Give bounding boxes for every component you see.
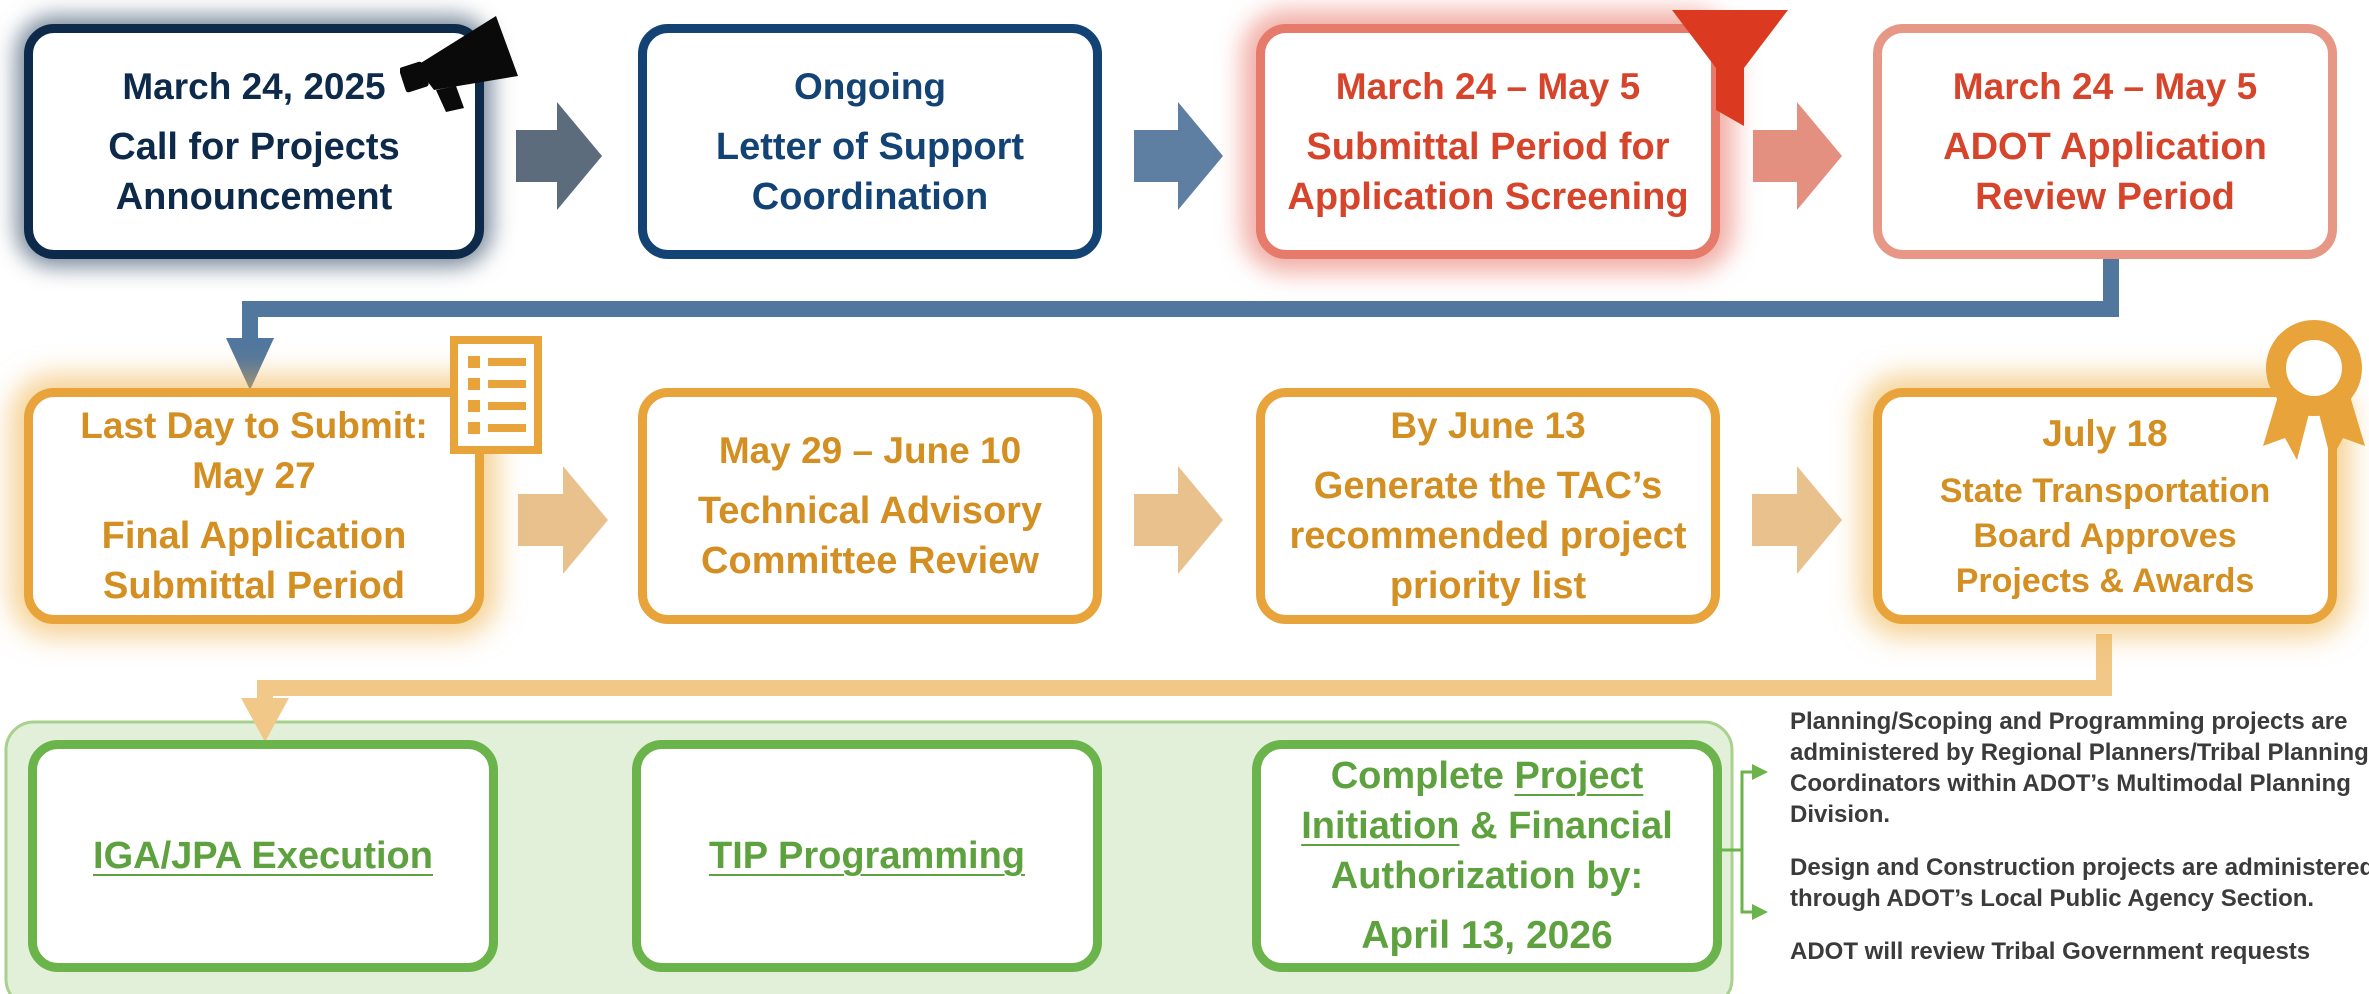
step-date: July 18 <box>2042 412 2168 454</box>
complete-label: Complete <box>1330 755 1515 797</box>
step-title-line: Generate the TAC’s <box>1313 465 1663 507</box>
row1-arrow-1 <box>516 102 602 210</box>
step-project-initiation: Complete Project Initiation & Financial … <box>1252 740 1722 972</box>
filter-icon <box>1672 10 1788 126</box>
step-date: Last Day to Submit: <box>80 405 428 446</box>
project-initiation-link[interactable]: Project <box>1514 755 1644 797</box>
step-title-line: Technical Advisory <box>697 490 1043 532</box>
row2-arrow-3 <box>1752 466 1842 574</box>
step-title-line: Committee Review <box>701 540 1039 582</box>
step-title-line: Projects & Awards <box>1955 561 2255 600</box>
connector-row2-row3-arrowhead <box>241 698 289 742</box>
connector-row2-row3 <box>257 634 2112 700</box>
step-final-submittal: Last Day to Submit: May 27 Final Applica… <box>24 388 484 624</box>
step-date: April 13, 2026 <box>1361 914 1613 957</box>
step-title-line: Announcement <box>115 175 393 218</box>
notes-arrowhead-2 <box>1752 904 1768 920</box>
note-design-construction: Design and Construction projects are adm… <box>1790 854 2369 912</box>
step-title-line: ADOT Application <box>1943 125 2267 168</box>
step-title-line: Submittal Period <box>103 565 405 607</box>
row2-arrow-1 <box>518 466 608 574</box>
step-letter-of-support: Ongoing Letter of Support Coordination <box>638 24 1102 259</box>
step-title-line: Application Screening <box>1287 175 1689 218</box>
step-title-line: Call for Projects <box>108 125 400 168</box>
checklist-icon <box>450 336 542 454</box>
step-date: March 24 – May 5 <box>1952 65 2258 107</box>
step-title-line: Authorization by: <box>1330 855 1644 897</box>
connector-row1-row2 <box>242 256 2119 340</box>
step-submittal-screening: March 24 – May 5 Submittal Period for Ap… <box>1256 24 1720 259</box>
notes-bracket <box>1722 770 1754 914</box>
step-date: By June 13 <box>1390 405 1586 446</box>
step-date: May 29 – June 10 <box>718 430 1022 471</box>
iga-jpa-execution-link[interactable]: IGA/JPA Execution <box>93 835 433 877</box>
step-date: Ongoing <box>793 65 947 107</box>
row1-arrow-2 <box>1134 102 1223 210</box>
notes-arrowhead-1 <box>1752 764 1768 780</box>
step-title-line: Letter of Support <box>715 125 1025 168</box>
step-title-line: Coordination <box>751 175 989 218</box>
step-adot-review: March 24 – May 5 ADOT Application Review… <box>1873 24 2337 259</box>
step-title-line: State Transportation <box>1939 471 2271 510</box>
step-tip-programming: TIP Programming <box>632 740 1102 972</box>
tip-programming-link[interactable]: TIP Programming <box>708 835 1026 877</box>
step-date: March 24 – May 5 <box>1335 65 1641 107</box>
step-title-line: Initiation & Financial <box>1301 801 1673 851</box>
award-ribbon-icon <box>2263 320 2365 460</box>
step-tac-priority-list: By June 13 Generate the TAC’s recommende… <box>1256 388 1720 624</box>
megaphone-icon <box>400 16 518 112</box>
step-iga-jpa: IGA/JPA Execution <box>28 740 498 972</box>
step-date: May 27 <box>192 455 316 496</box>
step-title-line: Complete Project <box>1331 751 1644 801</box>
step-title-line: Board Approves <box>1973 516 2237 555</box>
row2-arrow-2 <box>1134 466 1223 574</box>
step-tac-review: May 29 – June 10 Technical Advisory Comm… <box>638 388 1102 624</box>
row1-arrow-3 <box>1753 102 1842 210</box>
step-title-line: Final Application <box>101 515 407 557</box>
project-initiation-link[interactable]: Initiation <box>1301 805 1460 847</box>
administration-notes: Planning/Scoping and Programming project… <box>1790 706 2369 989</box>
note-planning: Planning/Scoping and Programming project… <box>1790 708 2369 828</box>
step-date: March 24, 2025 <box>122 65 386 107</box>
step-title-line: recommended project <box>1289 515 1687 557</box>
step-call-for-projects: March 24, 2025 Call for Projects Announc… <box>24 24 484 259</box>
note-tribal: ADOT will review Tribal Government reque… <box>1790 938 2311 965</box>
step-title-line: priority list <box>1389 565 1587 607</box>
step-title-line: Submittal Period for <box>1306 125 1670 168</box>
connector-row1-row2-arrowhead <box>226 338 274 390</box>
financial-label: & Financial <box>1459 805 1673 847</box>
step-title-line: Review Period <box>1975 175 2235 218</box>
step-board-approval: July 18 State Transportation Board Appro… <box>1873 388 2337 624</box>
